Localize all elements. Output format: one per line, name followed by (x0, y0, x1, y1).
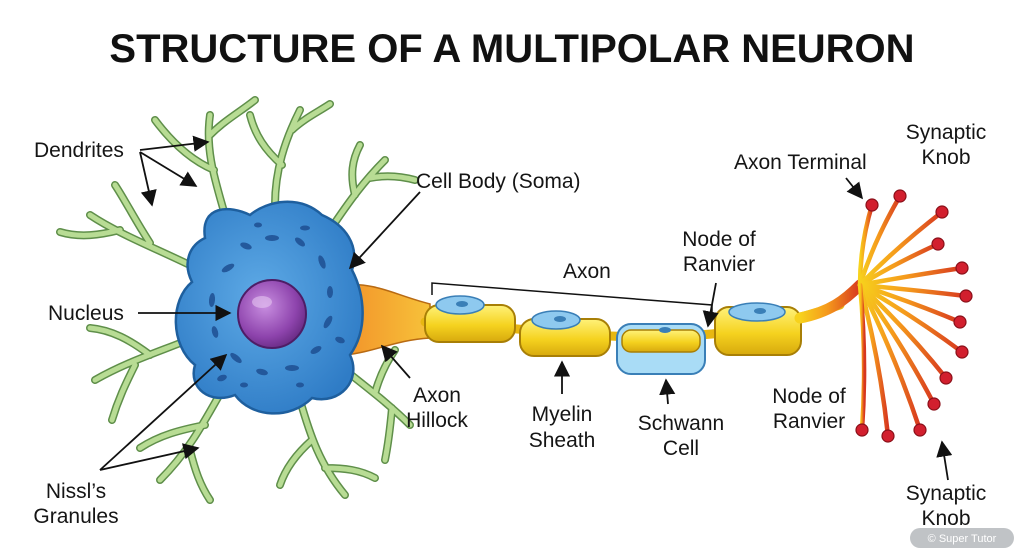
nissl-granules (208, 222, 345, 388)
watermark-text: © Super Tutor (928, 533, 997, 545)
terminal-branch (857, 282, 963, 325)
label-myelin-sheath-line2: Sheath (529, 429, 596, 452)
soma (174, 200, 364, 415)
dendrite-branch-fill (152, 97, 258, 218)
label-axon-hillock-line1: Axon (413, 384, 461, 407)
label-myelin-sheath-line1: Myelin (532, 403, 593, 426)
terminal-branch (857, 282, 891, 439)
label-nissl-granules-line1: Nissl’s (46, 480, 106, 503)
dendrite-branch-fill (277, 397, 378, 498)
synaptic-knob (931, 237, 945, 251)
synaptic-knob (893, 189, 907, 203)
terminal-branch (857, 265, 965, 288)
label-node-of-ranvier-bottom-line2: Ranvier (773, 410, 845, 433)
synaptic-knob (865, 198, 879, 212)
terminal-branch (857, 282, 923, 433)
label-arrows (99, 135, 953, 481)
synaptic-knob (955, 261, 969, 275)
nucleus (237, 279, 307, 349)
label-node-of-ranvier-top-line2: Ranvier (683, 253, 755, 276)
synaptic-knob (855, 423, 869, 437)
terminal-branch (857, 193, 903, 288)
label-axon-hillock-line2: Hillock (406, 409, 468, 432)
terminal-branch (857, 241, 941, 288)
dendrite-branch-fill (327, 142, 418, 233)
dendrite-branch-fill (247, 101, 333, 208)
synaptic-knob (913, 423, 927, 437)
label-synaptic-knob-bottom-line2: Knob (921, 507, 970, 530)
label-synaptic-knob-top-line2: Knob (921, 146, 970, 169)
terminal-branch (857, 282, 937, 407)
label-schwann-cell-line1: Schwann (638, 412, 724, 435)
dendrite-branch-fill (57, 182, 203, 273)
myelin-sheath (424, 295, 802, 375)
label-nissl-granules-line2: Granules (33, 505, 118, 528)
dendrite-branch (326, 141, 419, 234)
label-synaptic-knob-bottom-line1: Synaptic (906, 482, 987, 505)
axon-terminal (794, 189, 973, 443)
dendrite-branch (246, 100, 334, 209)
label-dendrites: Dendrites (34, 139, 124, 162)
synaptic-knob (953, 315, 967, 329)
label-synaptic-knob-top-line1: Synaptic (906, 121, 987, 144)
diagram-title: STRUCTURE OF A MULTIPOLAR NEURON (109, 27, 914, 71)
terminal-branch (857, 282, 949, 381)
dendrite-branch (151, 96, 259, 219)
label-node-of-ranvier-bottom-line1: Node of (772, 385, 846, 408)
label-axon-terminal: Axon Terminal (734, 151, 867, 174)
synaptic-knob (927, 397, 941, 411)
terminal-branch (857, 282, 965, 355)
label-schwann-cell-line2: Cell (663, 437, 699, 460)
labels: Dendrites Nucleus Nissl’s Granules Cell … (33, 121, 986, 530)
dendrite-branch (276, 396, 379, 499)
label-axon: Axon (563, 260, 611, 283)
label-node-of-ranvier-top-line1: Node of (682, 228, 756, 251)
synaptic-knob (955, 345, 969, 359)
terminal-branch (857, 202, 875, 288)
synaptic-knob (935, 205, 949, 219)
synaptic-knob (959, 289, 973, 303)
terminal-branch (857, 282, 867, 433)
synaptic-knob (881, 429, 895, 443)
terminal-branch (857, 209, 945, 288)
terminal-branch (857, 282, 969, 299)
label-cell-body: Cell Body (Soma) (416, 170, 581, 193)
watermark: © Super Tutor (910, 528, 1014, 548)
label-nucleus: Nucleus (48, 302, 124, 325)
synaptic-knob (939, 371, 953, 385)
